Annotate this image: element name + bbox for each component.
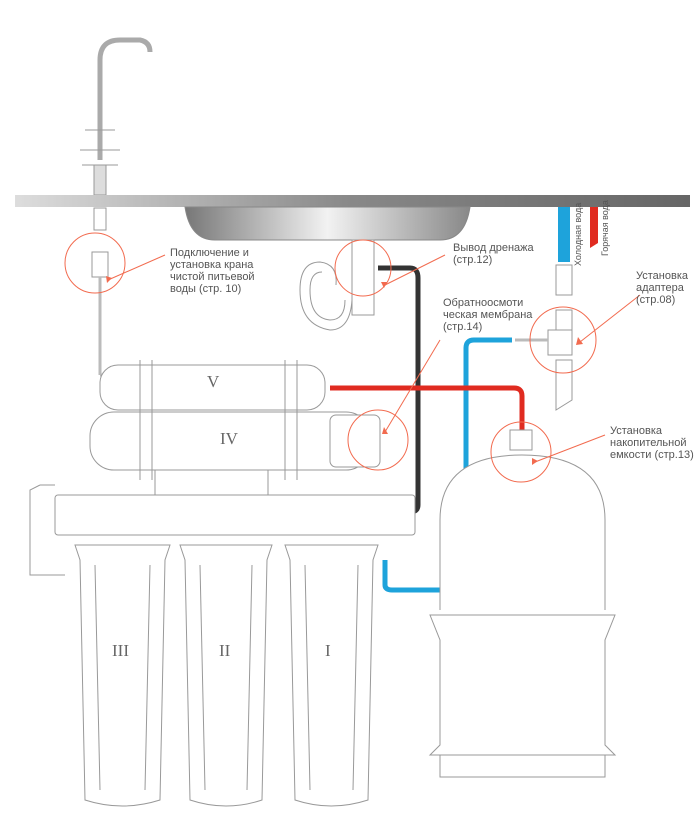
stage-3-label: III <box>112 641 129 660</box>
label-drain-outlet: Вывод дренажа (стр.12) <box>453 242 534 266</box>
stage-5-label: V <box>207 372 220 391</box>
hot-water-pipe <box>590 207 598 248</box>
filter-housings <box>29 360 416 576</box>
stage-2-label: II <box>219 641 231 660</box>
storage-tank <box>428 429 617 778</box>
label-cold-water: Холодная вода <box>573 202 583 266</box>
prefilter-canisters <box>74 544 379 807</box>
cold-water-pipe <box>558 207 570 262</box>
countertop <box>15 195 690 207</box>
label-faucet-install: Подключение и установка крана чистой пит… <box>170 247 255 295</box>
callouts <box>64 232 641 483</box>
sink-drain <box>299 239 375 331</box>
label-storage-tank: Установка накопительной емкости (стр.13) <box>610 425 694 461</box>
label-hot-water: Горячая вода <box>600 200 610 256</box>
stage-4-label: IV <box>220 429 238 448</box>
label-membrane: Обратноосмоти ческая мембрана (стр.14) <box>443 297 533 333</box>
sink-bowl <box>184 206 471 241</box>
tank-tube <box>330 385 525 432</box>
adapter <box>515 264 573 411</box>
faucet <box>80 37 153 377</box>
label-adapter: Установка адаптера (стр.08) <box>636 270 688 306</box>
stage-1-label: I <box>325 641 331 660</box>
